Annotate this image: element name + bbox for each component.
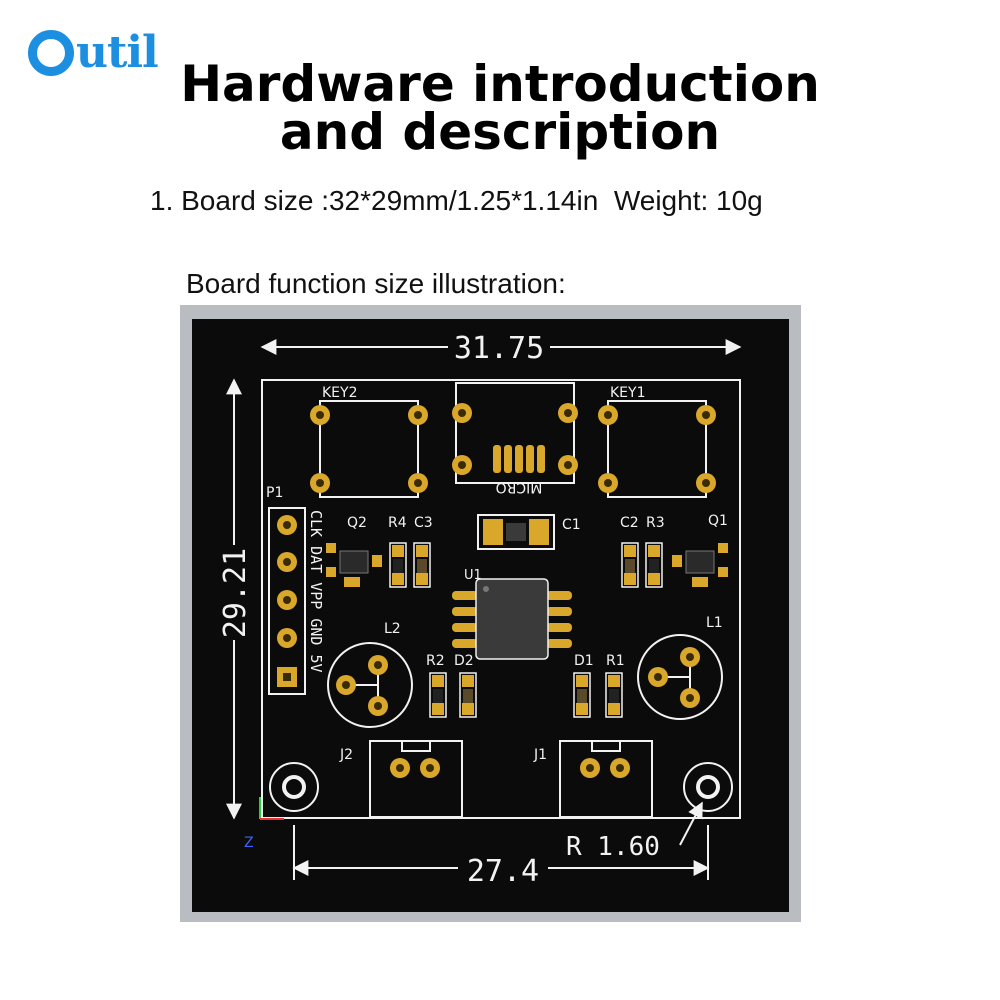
label-key1: KEY1 (610, 385, 646, 401)
diode-d1 (573, 672, 591, 718)
label-p1: P1 (266, 485, 283, 501)
label-r4: R4 (388, 515, 407, 531)
brand-logo: util (28, 27, 159, 78)
label-d2: D2 (454, 653, 474, 669)
label-l1: L1 (706, 615, 723, 631)
resistor-r4 (389, 542, 407, 588)
label-d1: D1 (574, 653, 594, 669)
pcb-illustration: 31.75 29.21 27.4 R 1.60 Z KEY2 KEY1 (180, 305, 801, 922)
connector-j1 (559, 740, 653, 818)
label-r2: R2 (426, 653, 445, 669)
label-u1: U1 (464, 568, 482, 583)
transistor-q2 (326, 543, 382, 587)
resistor-r3 (645, 542, 663, 588)
label-q2: Q2 (347, 515, 367, 531)
logo-ring-icon (28, 30, 74, 76)
switch-key1 (598, 400, 716, 498)
label-r3: R3 (646, 515, 665, 531)
label-l2: L2 (384, 621, 401, 637)
label-q1: Q1 (708, 513, 728, 529)
capacitor-c2 (621, 542, 639, 588)
page-title: Hardware introduction and description (0, 55, 1000, 161)
label-c2: C2 (620, 515, 639, 531)
resistor-r2 (429, 672, 447, 718)
logo-text: util (76, 27, 159, 78)
capacitor-c1 (477, 514, 555, 550)
title-line-1: Hardware introduction (180, 55, 820, 113)
board-outline (261, 379, 741, 819)
resistor-r1 (605, 672, 623, 718)
header-pin-labels: CLK DAT VPP GND 5V (307, 510, 325, 673)
dim-spacing-label: 27.4 (467, 854, 539, 889)
label-j1: J1 (533, 747, 547, 763)
dim-width-label: 31.75 (454, 331, 544, 366)
svg-text:Z: Z (244, 835, 254, 851)
title-line-2: and description (279, 103, 721, 161)
axis-indicator-icon: Z (244, 797, 284, 851)
switch-key2 (310, 400, 428, 498)
ic-u1 (452, 578, 572, 660)
board-size-text: 1. Board size :32*29mm/1.25*1.14in Weigh… (150, 185, 763, 216)
connector-j2 (369, 740, 463, 818)
transistor-q1 (672, 543, 728, 587)
dim-height-label: 29.21 (218, 548, 253, 638)
header-p1 (268, 507, 306, 695)
label-c3: C3 (414, 515, 433, 531)
dim-radius-label: R 1.60 (566, 832, 660, 862)
label-micro: MICRO (496, 479, 543, 495)
micro-usb-connector (452, 382, 578, 484)
label-c1: C1 (562, 517, 581, 533)
mount-hole-left (269, 762, 319, 812)
inductor-l1 (637, 634, 723, 720)
illustration-label: Board function size illustration: (186, 268, 566, 299)
label-key2: KEY2 (322, 385, 358, 401)
mount-hole-right (683, 762, 733, 812)
diode-d2 (459, 672, 477, 718)
inductor-l2 (327, 642, 413, 728)
label-j2: J2 (339, 747, 353, 763)
capacitor-c3 (413, 542, 431, 588)
label-r1: R1 (606, 653, 625, 669)
